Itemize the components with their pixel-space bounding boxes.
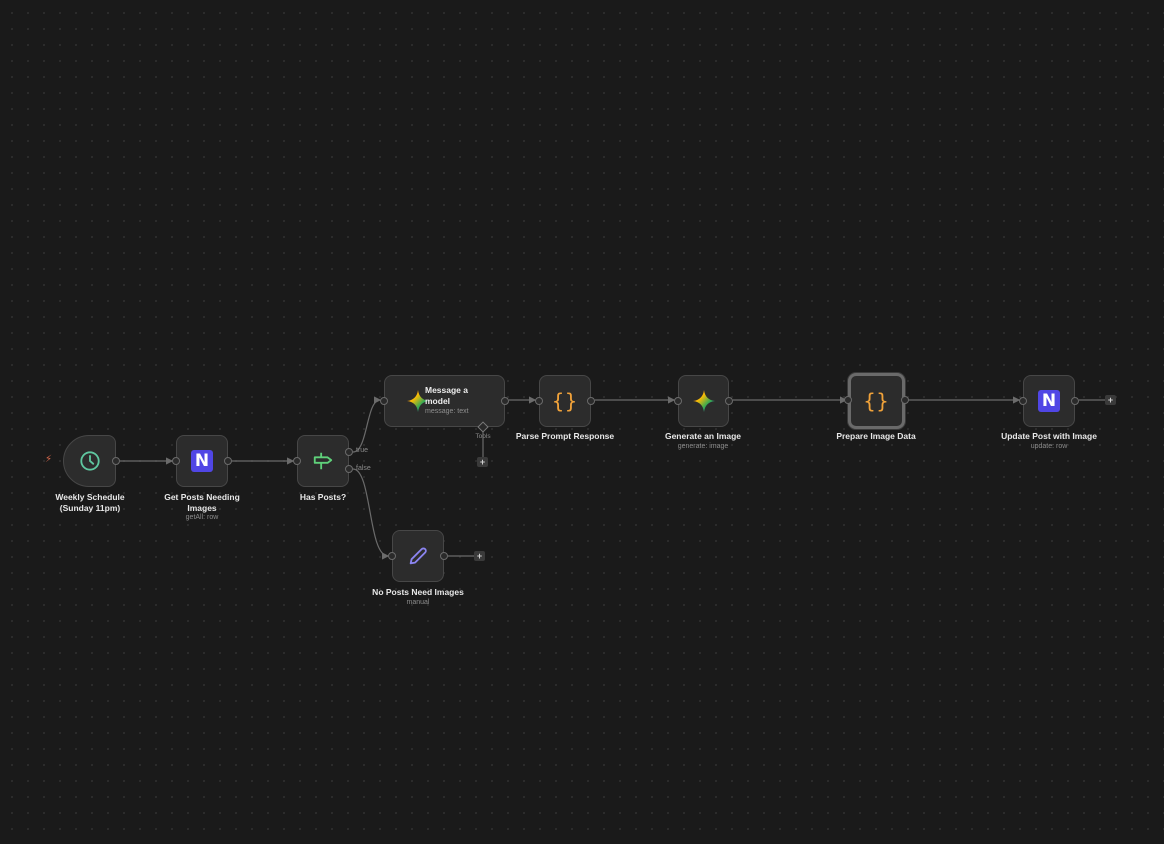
node-sublabel: manual (406, 599, 430, 606)
signpost-icon (312, 450, 334, 472)
node-label: Parse Prompt Response (515, 431, 615, 441)
output-handle[interactable] (224, 457, 232, 465)
input-handle[interactable] (535, 397, 543, 405)
add-node-button[interactable]: + (1105, 395, 1116, 405)
notion-icon: N (191, 450, 213, 472)
output-handle-true[interactable] (345, 448, 353, 456)
output-handle[interactable] (1071, 397, 1079, 405)
node-prepare-image[interactable]: {} (844, 373, 909, 429)
node-no-posts[interactable] (388, 530, 448, 582)
input-handle[interactable] (172, 457, 180, 465)
gemini-sparkle-icon (692, 389, 716, 413)
add-tool-button[interactable]: + (477, 457, 488, 467)
output-handle[interactable] (501, 397, 509, 405)
output-handle-false[interactable] (345, 465, 353, 473)
gemini-sparkle-icon (406, 389, 430, 413)
input-handle[interactable] (844, 396, 852, 404)
node-label: No Posts Need Images (372, 587, 464, 597)
output-handle[interactable] (440, 552, 448, 560)
branch-label-true: true (356, 447, 369, 454)
notion-icon: N (1038, 390, 1060, 412)
add-node-button[interactable]: + (474, 551, 485, 561)
node-has-posts[interactable] (293, 435, 353, 487)
output-handle[interactable] (112, 457, 120, 465)
node-sublabel: message: text (425, 408, 469, 415)
branch-label-false: false (356, 465, 371, 472)
input-handle[interactable] (674, 397, 682, 405)
input-handle[interactable] (293, 457, 301, 465)
input-handle[interactable] (380, 397, 388, 405)
node-label: Has Posts? (299, 492, 347, 502)
node-label: Prepare Image Data (836, 431, 916, 441)
node-parse-prompt[interactable]: {} (535, 375, 595, 427)
node-label: Generate an Image (664, 431, 742, 441)
node-label: Get Posts Needing Images (164, 492, 240, 513)
output-handle[interactable] (901, 396, 909, 404)
input-handle[interactable] (1019, 397, 1027, 405)
node-sublabel: getAll: row (185, 514, 219, 521)
output-handle[interactable] (725, 397, 733, 405)
node-generate-image[interactable] (674, 375, 733, 427)
node-get-posts[interactable]: N (172, 435, 232, 487)
node-update-post[interactable]: N (1019, 375, 1079, 427)
node-label: Weekly Schedule (Sunday 11pm) (55, 492, 125, 513)
node-weekly-schedule[interactable] (63, 435, 120, 487)
code-braces-icon: {} (863, 389, 890, 413)
clock-icon (79, 450, 101, 472)
node-sublabel: generate: image (677, 443, 729, 450)
node-message-model[interactable]: Message a model message: text (380, 375, 509, 427)
pencil-icon (407, 545, 429, 567)
node-title: Message a model (425, 385, 468, 406)
code-braces-icon: {} (551, 389, 579, 413)
tools-label: Tools (475, 433, 491, 440)
trigger-bolt-icon: ⚡ (45, 454, 53, 465)
node-sublabel: update: row (1030, 443, 1068, 450)
node-label: Update Post with Image (1001, 431, 1097, 441)
input-handle[interactable] (388, 552, 396, 560)
output-handle[interactable] (587, 397, 595, 405)
